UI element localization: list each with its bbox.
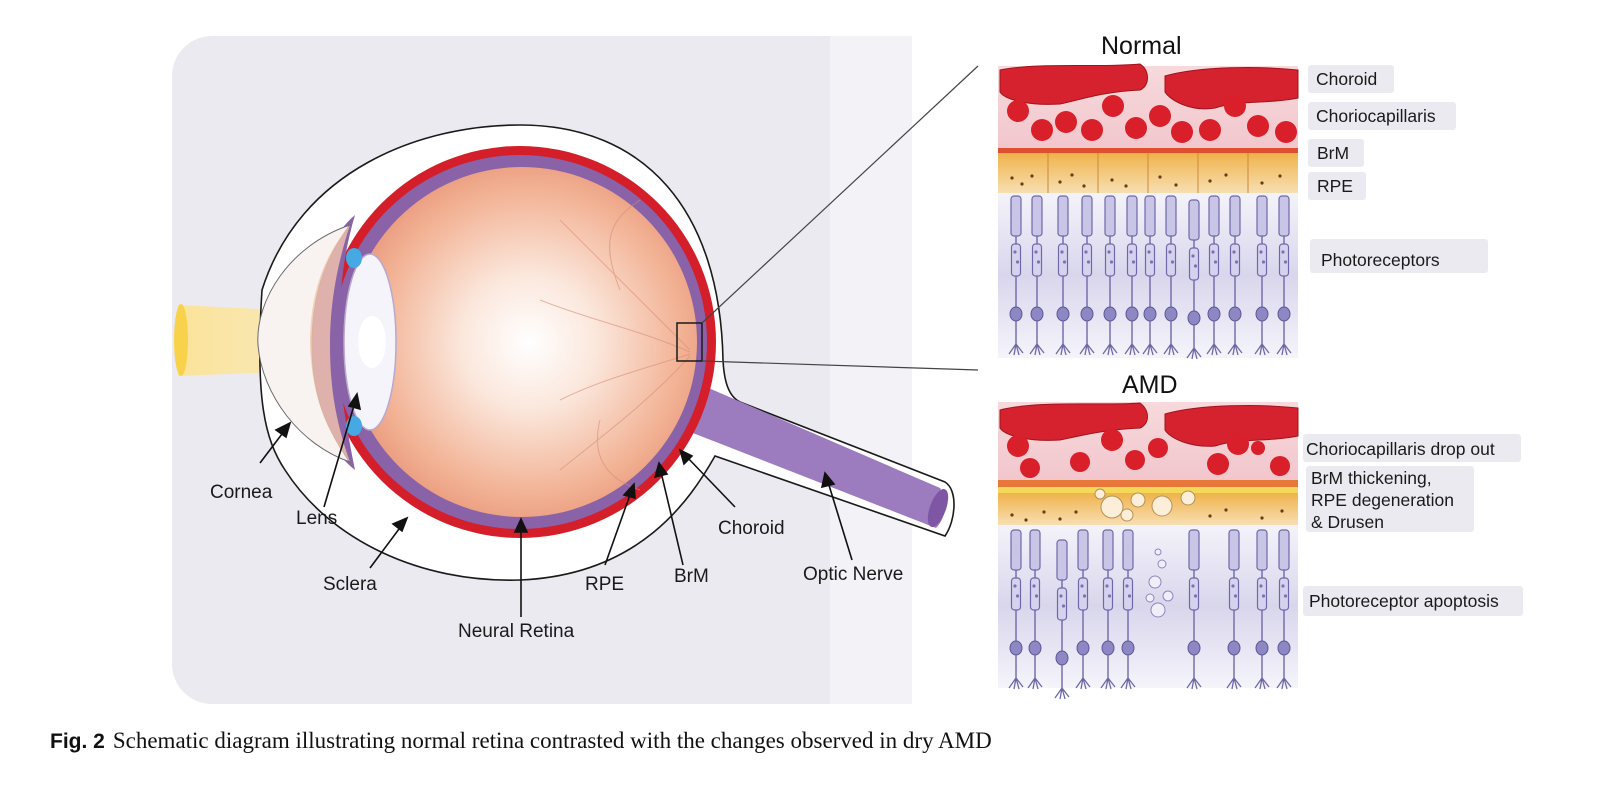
tag-choriocapillaris-drop-out-box [1303,434,1521,462]
label-lens: Lens [296,508,337,529]
tag-choroid: Choroid [1316,69,1377,89]
tag-rpe-box [1308,172,1366,200]
caption-text: Schematic diagram illustrating normal re… [112,728,992,753]
tag-brm-rpe-drusen-box [1306,466,1474,532]
tag-drusen: & Drusen [1311,512,1384,532]
tag-brm-box [1308,139,1364,167]
eye-diagram-figure: Cornea Lens Sclera Neural Retina RPE BrM… [172,32,1523,704]
label-brm: BrM [674,566,709,587]
tag-rpe-degeneration: RPE degeneration [1311,490,1454,510]
normal-retina-section [998,63,1299,360]
tag-brm-thickening: BrM thickening, [1311,468,1432,488]
tag-rpe: RPE [1317,176,1353,196]
label-rpe: RPE [585,574,624,595]
figure-caption: Fig. 2 Schematic diagram illustrating nor… [50,728,1570,754]
label-choroid: Choroid [718,518,785,539]
label-optic-nerve: Optic Nerve [803,564,903,585]
tag-choriocapillaris: Choriocapillaris [1316,106,1436,126]
amd-retina-section [998,402,1299,700]
amd-panel-title: AMD [1122,371,1178,399]
tag-photoreceptors: Photoreceptors [1321,250,1440,270]
tag-photoreceptors-box [1310,239,1488,273]
caption-label: Fig. 2 [50,730,105,753]
tag-choriocapillaris-drop-out: Choriocapillaris drop out [1306,439,1495,459]
label-sclera: Sclera [323,574,377,595]
eyeball-interior [347,167,697,517]
tag-photoreceptor-apoptosis: Photoreceptor apoptosis [1309,591,1499,611]
tag-choroid-box [1308,65,1394,93]
zoom-region-box [676,322,703,362]
tag-brm: BrM [1317,143,1349,163]
optic-nerve [680,380,945,528]
label-neural-retina: Neural Retina [458,621,575,642]
label-cornea: Cornea [210,482,273,503]
normal-panel-title: Normal [1101,32,1182,60]
tag-choriocapillaris-box [1308,102,1456,130]
tag-photoreceptor-apoptosis-box [1303,586,1523,616]
